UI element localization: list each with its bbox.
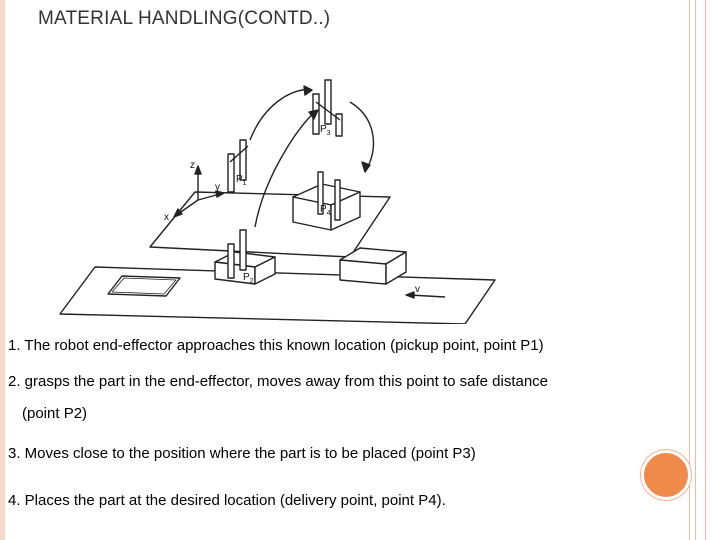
material-handling-diagram: P1 P3 P4 P2 z y x v: [59, 79, 496, 324]
conveyor-arrow: [409, 294, 446, 298]
label-conveyor-v: v: [415, 284, 420, 295]
label-p2: P2: [243, 272, 254, 285]
label-p4: P4: [320, 204, 331, 217]
slide-left-border: [0, 0, 5, 540]
label-axis-x: x: [164, 212, 169, 223]
label-axis-z: z: [190, 160, 195, 171]
gripper-p3: [312, 79, 343, 137]
slide-right-rule-2: [695, 0, 696, 540]
step-2-continued: (point P2): [22, 405, 88, 422]
decorative-orange-circle: [641, 450, 691, 500]
coordinate-axes: [173, 165, 225, 218]
step-3: 3. Moves close to the position where the…: [8, 445, 476, 462]
label-p3: P3: [320, 124, 331, 137]
slide-right-rule-3: [705, 0, 706, 540]
label-axis-y: y: [215, 182, 220, 193]
slide-right-rule-1: [689, 0, 690, 540]
table-cutout: [107, 275, 181, 297]
gripper-p2: [227, 229, 247, 279]
slide-title: MATERIAL HANDLING(CONTD..): [38, 8, 331, 29]
label-p1: P1: [236, 174, 247, 187]
step-4: 4. Places the part at the desired locati…: [8, 492, 446, 509]
gripper-p4: [317, 171, 341, 221]
step-2: 2. grasps the part in the end-effector, …: [8, 373, 549, 390]
gripper-p1: [227, 139, 249, 193]
step-1: 1. The robot end-effector approaches thi…: [8, 337, 544, 354]
arc-p1-to-p3: [249, 88, 313, 141]
